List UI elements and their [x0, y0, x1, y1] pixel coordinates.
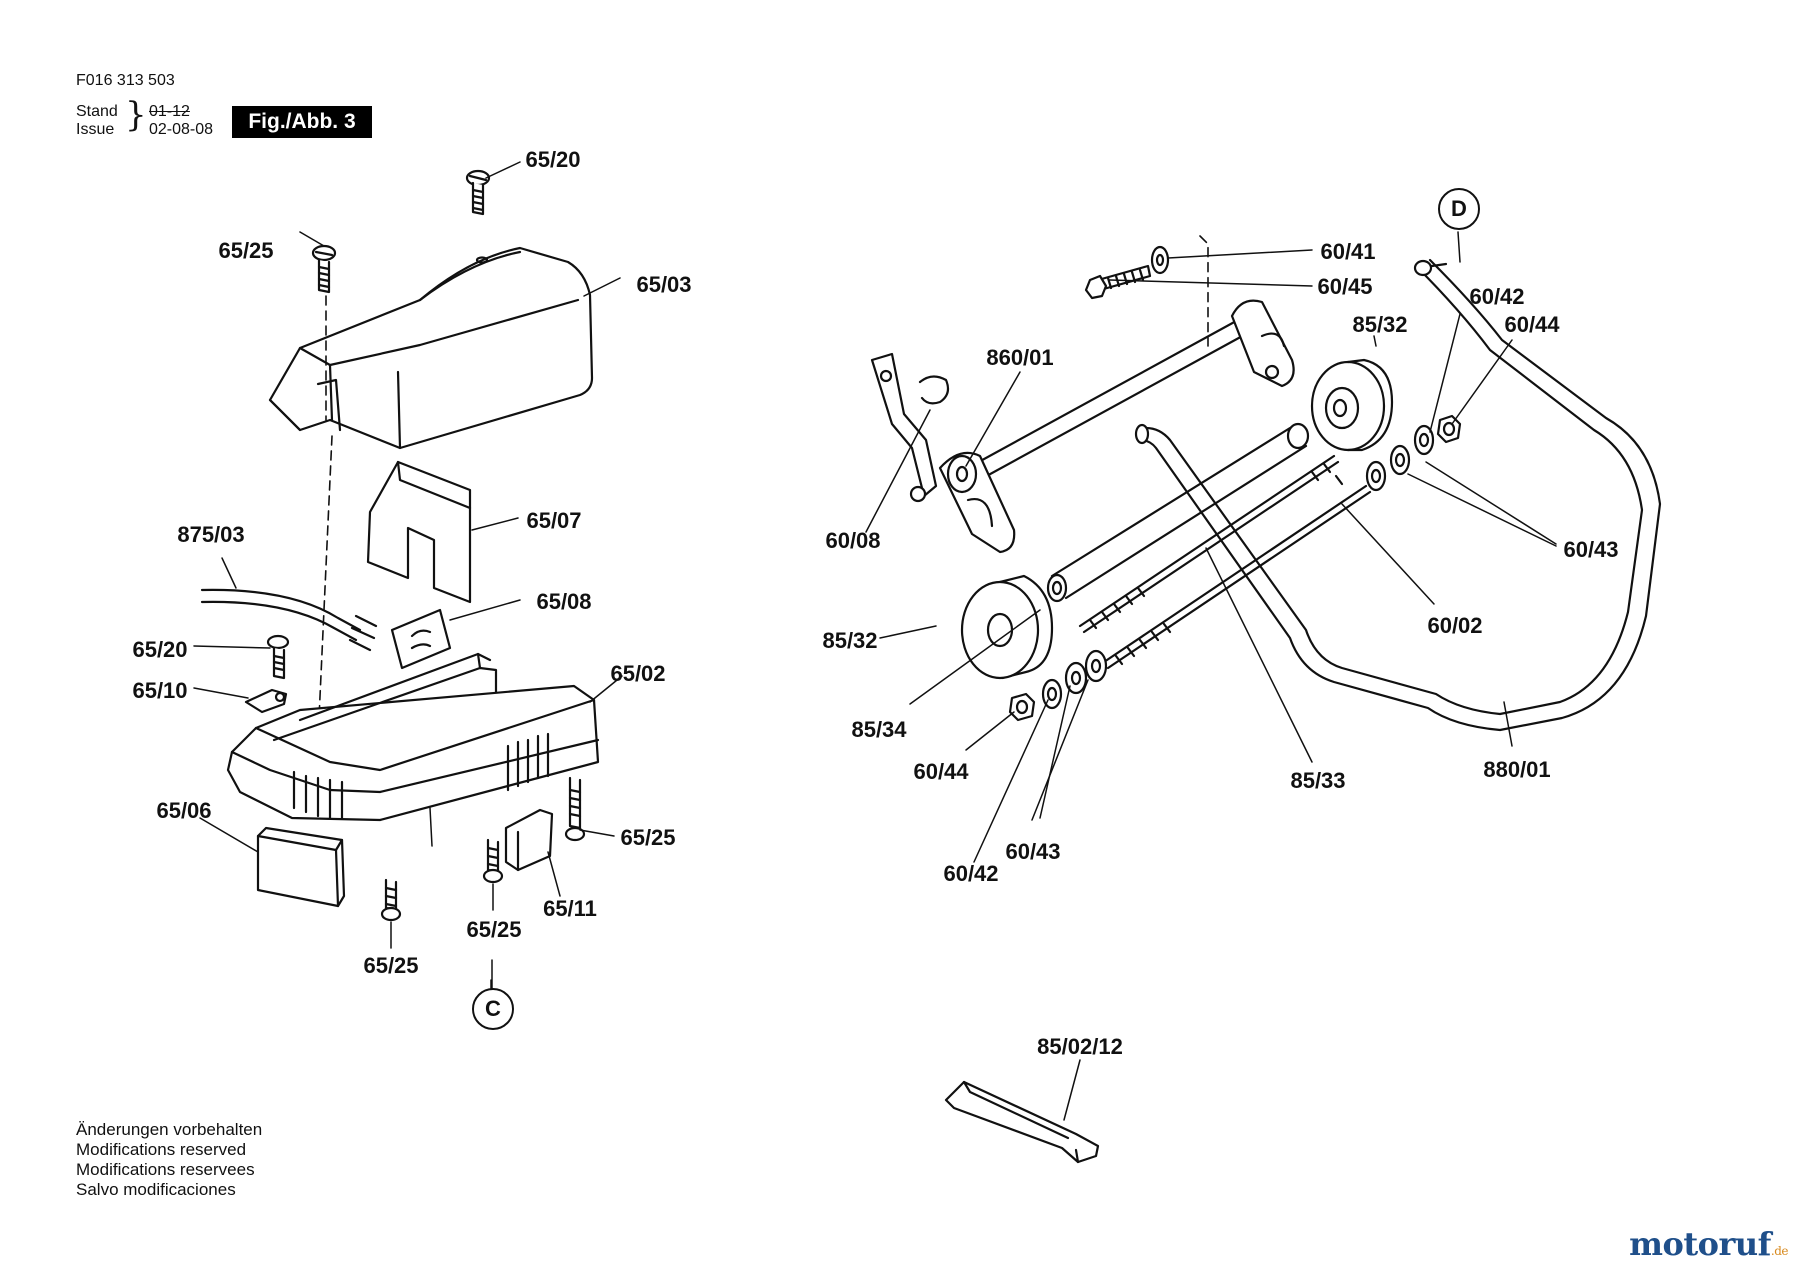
part-label-65-25-right: 65/25 — [620, 825, 676, 850]
part-label-65-25-center: 65/25 — [466, 917, 522, 942]
screw-65-25-right — [564, 776, 586, 842]
washers-60-43-right — [1365, 444, 1411, 492]
handle-880-01 — [1134, 258, 1662, 732]
modification-notes: Änderungen vorbehalten Modifications res… — [76, 1120, 262, 1200]
part-label-65-25-bottom: 65/25 — [363, 953, 419, 978]
cable-875-03 — [200, 588, 378, 652]
washer-60-41 — [1150, 245, 1170, 275]
base-65-02 — [226, 652, 600, 822]
foot-65-11 — [504, 808, 554, 872]
part-label-65-10: 65/10 — [132, 678, 188, 703]
foot-65-06 — [256, 826, 346, 908]
reference-marker-d: D — [1438, 188, 1480, 230]
figure-badge: Fig./Abb. 3 — [232, 106, 372, 138]
part-label-65-02: 65/02 — [610, 661, 666, 686]
note-line: Salvo modificaciones — [76, 1180, 236, 1199]
bracket-60-08 — [870, 352, 950, 503]
logo-tld: .de — [1770, 1244, 1789, 1258]
part-label-60-02: 60/02 — [1427, 613, 1483, 638]
part-label-85-02-12: 85/02/12 — [1037, 1034, 1123, 1059]
rods-60-02 — [1078, 454, 1372, 670]
part-label-65-07: 65/07 — [526, 508, 582, 533]
part-label-60-44-left: 60/44 — [913, 759, 969, 784]
part-label-85-33: 85/33 — [1290, 768, 1346, 793]
part-label-65-25-left: 65/25 — [218, 238, 274, 263]
brace-glyph: } — [125, 95, 147, 135]
axle-frame-860-01 — [938, 299, 1295, 554]
part-label-65-20-top: 65/20 — [525, 147, 581, 172]
screw-65-25-bottom — [380, 878, 402, 922]
logo-brand: motoruf — [1629, 1225, 1771, 1263]
washer-60-42-right — [1413, 424, 1435, 456]
part-label-65-03: 65/03 — [636, 272, 692, 297]
part-label-60-45: 60/45 — [1317, 274, 1373, 299]
wheel-85-32-right — [1310, 358, 1394, 452]
part-label-60-42-right: 60/42 — [1469, 284, 1525, 309]
clamp-65-10 — [244, 688, 288, 714]
cover-65-03 — [268, 246, 594, 450]
stand-old-date: 01-12 — [149, 103, 190, 120]
terminal-65-08 — [390, 608, 452, 670]
wheel-85-32-left — [960, 574, 1054, 680]
part-label-60-43-left: 60/43 — [1005, 839, 1061, 864]
nut-60-44-right — [1436, 414, 1462, 444]
part-label-60-43-right: 60/43 — [1563, 537, 1619, 562]
part-label-65-11: 65/11 — [543, 896, 597, 921]
issue-label: Issue — [76, 121, 115, 138]
insert-65-07 — [366, 460, 472, 604]
note-line: Modifications reservees — [76, 1160, 255, 1179]
part-label-860-01: 860/01 — [986, 345, 1054, 370]
part-label-880-01: 880/01 — [1483, 757, 1551, 782]
tube-85-33 — [1046, 422, 1310, 603]
note-line: Modifications reserved — [76, 1140, 247, 1159]
stand-label: Stand — [76, 103, 118, 120]
screw-65-25-center — [482, 838, 504, 884]
bolt-60-45 — [1084, 264, 1152, 300]
doc-number: F016 313 503 — [76, 72, 175, 89]
part-label-65-20-left: 65/20 — [132, 637, 188, 662]
issue-date: 02-08-08 — [149, 121, 214, 138]
part-label-65-06: 65/06 — [156, 798, 212, 823]
motoruf-logo: motoruf.de — [1629, 1225, 1788, 1263]
note-line: Änderungen vorbehalten — [76, 1120, 263, 1139]
part-label-85-34: 85/34 — [851, 717, 907, 742]
part-label-875-03: 875/03 — [177, 522, 245, 547]
screw-65-25-left — [311, 244, 337, 294]
part-label-65-08: 65/08 — [536, 589, 592, 614]
part-label-85-32-right: 85/32 — [1352, 312, 1408, 337]
part-label-60-42-left: 60/42 — [943, 861, 999, 886]
screw-65-20-top — [465, 169, 491, 216]
part-label-60-44-right: 60/44 — [1504, 312, 1560, 337]
reference-marker-c: C — [472, 988, 514, 1030]
part-label-60-41: 60/41 — [1320, 239, 1376, 264]
part-label-85-32-left: 85/32 — [822, 628, 878, 653]
washers-60-43-left — [1064, 649, 1108, 695]
screw-65-20-left — [266, 634, 290, 680]
hex-key-85-02-12 — [944, 1080, 1100, 1164]
nut-60-44-left — [1008, 692, 1036, 722]
part-label-60-08: 60/08 — [825, 528, 881, 553]
